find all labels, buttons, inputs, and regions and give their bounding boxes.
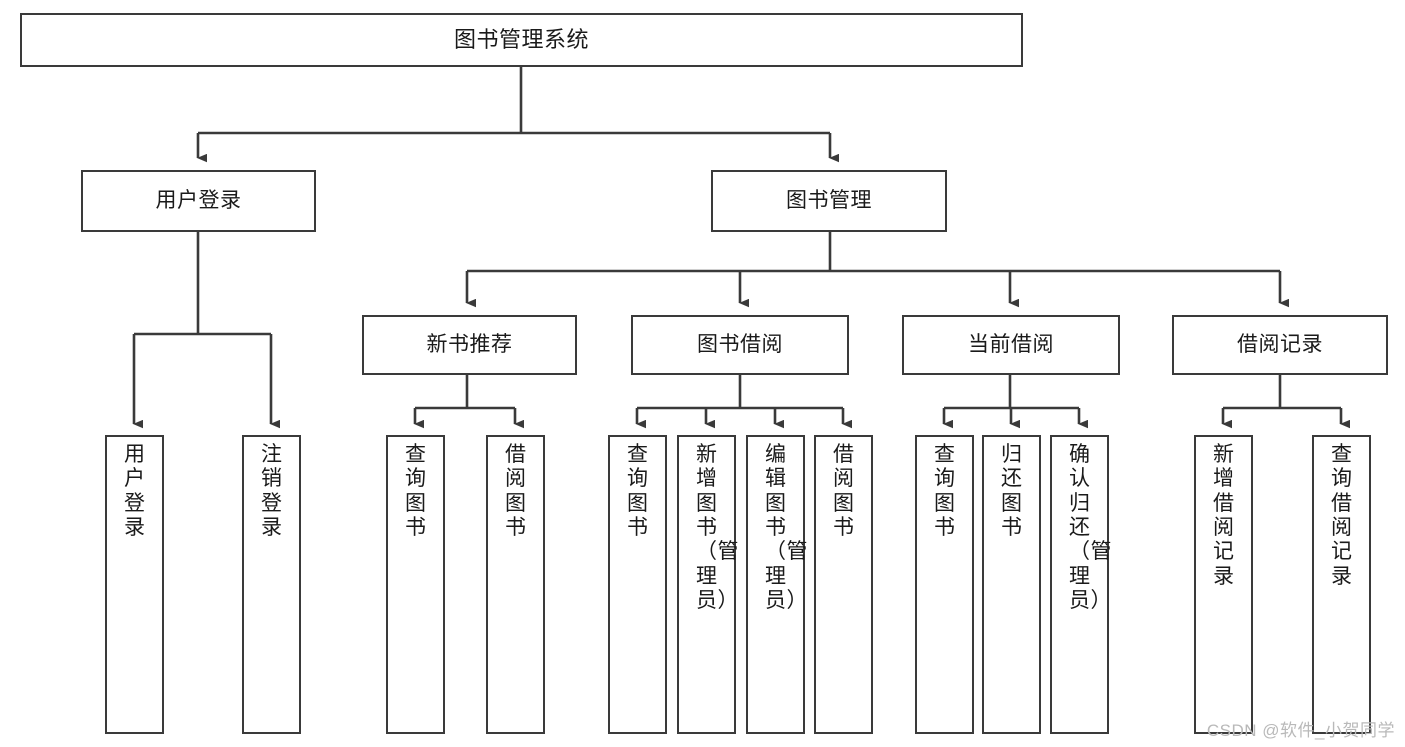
node-label: 用户登录 <box>155 189 242 213</box>
leaf-return-book[interactable]: 归还图书 <box>982 435 1041 734</box>
leaf-confirm-return-admin[interactable]: 确认归还（管理员） <box>1050 435 1112 734</box>
node-label: 归还图书 <box>1001 443 1023 540</box>
node-book-borrow[interactable]: 图书借阅 <box>631 315 849 375</box>
leaf-borrow-book[interactable]: 借阅图书 <box>814 435 873 734</box>
node-label: 借阅图书 <box>505 443 527 540</box>
node-label: 查询图书 <box>405 443 427 540</box>
node-label: 图书借阅 <box>697 333 783 357</box>
node-label: 图书管理系统 <box>453 26 589 52</box>
node-label: 新增借阅记录 <box>1213 443 1235 588</box>
leaf-query-book-current[interactable]: 查询图书 <box>915 435 974 734</box>
node-label: 新书推荐 <box>426 333 513 357</box>
node-book-management[interactable]: 图书管理 <box>711 170 947 232</box>
node-current-borrow[interactable]: 当前借阅 <box>902 315 1120 375</box>
leaf-query-book-recommend[interactable]: 查询图书 <box>386 435 445 734</box>
node-user-login[interactable]: 用户登录 <box>81 170 316 232</box>
leaf-borrow-book-recommend[interactable]: 借阅图书 <box>486 435 545 734</box>
node-label: 新增图书（管理员） <box>696 443 739 613</box>
leaf-query-book-borrow[interactable]: 查询图书 <box>608 435 667 734</box>
node-label: 图书管理 <box>786 189 872 213</box>
leaf-add-book-admin[interactable]: 新增图书（管理员） <box>677 435 739 734</box>
node-label: 查询图书 <box>627 443 649 540</box>
leaf-user-login[interactable]: 用户登录 <box>105 435 164 734</box>
node-label: 编辑图书（管理员） <box>765 443 808 613</box>
node-label: 查询借阅记录 <box>1331 443 1353 588</box>
node-borrow-record[interactable]: 借阅记录 <box>1172 315 1388 375</box>
node-new-book-recommend[interactable]: 新书推荐 <box>362 315 577 375</box>
leaf-query-borrow-record[interactable]: 查询借阅记录 <box>1312 435 1371 734</box>
node-root-system[interactable]: 图书管理系统 <box>20 13 1023 67</box>
leaf-logout[interactable]: 注销登录 <box>242 435 301 734</box>
watermark: CSDN @软件_小贺同学 <box>1206 721 1395 740</box>
node-label: 注销登录 <box>261 443 283 540</box>
node-label: 借阅图书 <box>833 443 855 540</box>
node-label: 用户登录 <box>124 443 146 540</box>
node-label: 当前借阅 <box>968 333 1054 357</box>
leaf-add-borrow-record[interactable]: 新增借阅记录 <box>1194 435 1253 734</box>
node-label: 查询图书 <box>934 443 956 540</box>
node-label: 借阅记录 <box>1237 333 1323 357</box>
leaf-edit-book-admin[interactable]: 编辑图书（管理员） <box>746 435 808 734</box>
node-label: 确认归还（管理员） <box>1069 443 1112 613</box>
